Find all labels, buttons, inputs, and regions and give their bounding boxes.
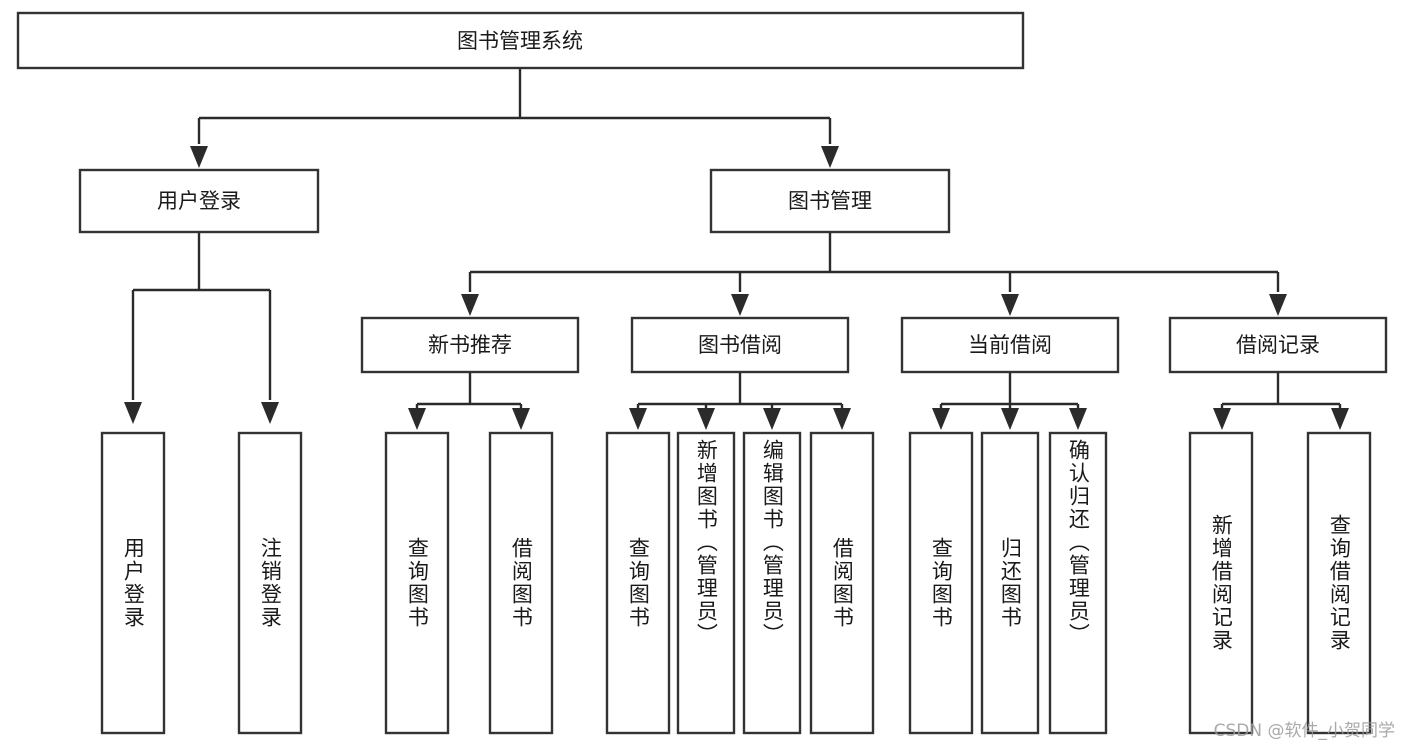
arrow-leaf-confirm-return xyxy=(1069,408,1087,430)
arrow-book-manage xyxy=(821,146,839,168)
arrow-leaf-edit-book xyxy=(763,408,781,430)
arrow-current-borrow xyxy=(1001,294,1019,316)
node-leaf-borrow-book-rec[interactable] xyxy=(488,431,554,735)
node-new-book-recommend[interactable] xyxy=(360,316,580,374)
node-leaf-add-book[interactable] xyxy=(676,431,736,735)
node-book-borrow[interactable] xyxy=(630,316,850,374)
node-root[interactable] xyxy=(16,11,1025,70)
arrow-leaf-borrow-book xyxy=(833,408,851,430)
arrow-new-book-recommend xyxy=(461,294,479,316)
node-borrow-record[interactable] xyxy=(1168,316,1388,374)
node-current-borrow-label: 当前借阅 xyxy=(968,333,1052,357)
node-leaf-query-book-rec[interactable] xyxy=(384,431,450,735)
node-leaf-logout-login[interactable] xyxy=(237,431,303,735)
node-leaf-user-login[interactable] xyxy=(100,431,166,735)
node-current-borrow[interactable] xyxy=(900,316,1120,374)
csdn-watermark: CSDN @软件_小贺同学 xyxy=(1213,721,1395,741)
arrow-leaf-logout-login xyxy=(261,402,279,424)
node-root-label: 图书管理系统 xyxy=(457,29,583,53)
arrow-book-borrow xyxy=(731,294,749,316)
node-borrow-record-label: 借阅记录 xyxy=(1236,333,1320,357)
node-leaf-query-book-borrow[interactable] xyxy=(605,431,671,735)
node-leaf-query-book-current[interactable] xyxy=(908,431,974,735)
node-leaf-edit-book[interactable] xyxy=(742,431,802,735)
node-user-login[interactable] xyxy=(78,168,320,234)
node-book-manage[interactable] xyxy=(709,168,951,234)
node-leaf-borrow-book[interactable] xyxy=(809,431,875,735)
arrow-leaf-return-book xyxy=(1001,408,1019,430)
node-user-login-label: 用户登录 xyxy=(157,189,241,213)
arrow-leaf-add-book xyxy=(697,408,715,430)
arrow-leaf-query-book-borrow xyxy=(629,408,647,430)
node-layer: 图书管理系统 用户登录 图书管理 新书推荐 图书借阅 当前借阅 借阅记录 xyxy=(16,11,1388,735)
arrow-leaf-query-book-rec xyxy=(408,408,426,430)
node-book-borrow-label: 图书借阅 xyxy=(698,333,782,357)
arrow-leaf-add-record xyxy=(1213,408,1231,430)
node-leaf-return-book[interactable] xyxy=(980,431,1040,735)
node-leaf-confirm-return[interactable] xyxy=(1048,431,1108,735)
node-new-book-recommend-label: 新书推荐 xyxy=(428,333,512,357)
arrow-borrow-record xyxy=(1269,294,1287,316)
arrow-leaf-query-record xyxy=(1331,408,1349,430)
arrow-leaf-user-login xyxy=(124,402,142,424)
arrow-leaf-borrow-book-rec xyxy=(512,408,530,430)
connector-layer xyxy=(124,68,1349,430)
arrow-leaf-query-book-current xyxy=(932,408,950,430)
node-leaf-add-record[interactable] xyxy=(1188,431,1254,735)
node-leaf-query-record[interactable] xyxy=(1306,431,1372,735)
arrow-user-login xyxy=(190,146,208,168)
node-book-manage-label: 图书管理 xyxy=(788,189,872,213)
